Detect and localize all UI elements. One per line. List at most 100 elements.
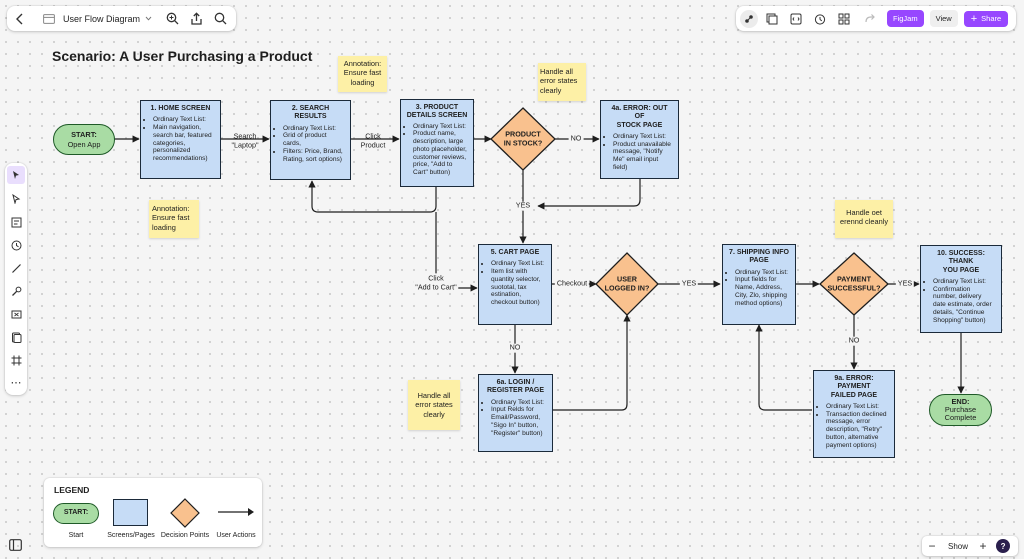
sidebar-toggle-icon[interactable]: [7, 537, 23, 553]
legend-start-shape-text: START:: [63, 509, 89, 517]
decision-payment: [819, 252, 889, 316]
redo-icon[interactable]: [859, 13, 881, 25]
shape-tool-icon[interactable]: [7, 305, 25, 323]
screen-search-results[interactable]: 2. SEARCH RESULTS Ordinary Text List: Gr…: [270, 100, 351, 180]
zoom-level[interactable]: Show: [948, 541, 969, 551]
list-item: Ordinary Text List:: [933, 278, 996, 286]
screen-out-of-stock[interactable]: 4a. ERROR: OUT OF STOCK PAGE Ordinary Te…: [600, 100, 679, 179]
text-block-icon[interactable]: [7, 213, 25, 231]
tool-rail: ⋯: [5, 163, 27, 395]
back-icon[interactable]: [7, 6, 33, 31]
title-line: REGISTER PAGE: [486, 387, 545, 395]
title-line: 3. PRODUCT: [415, 104, 459, 111]
sticky-line: clearly: [540, 85, 562, 95]
sticky-line: Ensure fast: [343, 68, 382, 78]
edge-line: "Laptop": [231, 140, 259, 149]
screen-login-register[interactable]: 6a. LOGIN / REGISTER PAGE Ordinary Text …: [478, 374, 553, 452]
title-line: YOU PAGE: [942, 266, 980, 274]
decision-logged-label: USER LOGGED IN?: [605, 275, 650, 292]
widgets-icon[interactable]: [833, 13, 855, 25]
sticky-line: error states: [540, 76, 578, 86]
list-item: Transaction declined message, error desc…: [826, 411, 889, 450]
legend-screen-shape: [113, 499, 148, 526]
edge-label-checkout: Checkout: [554, 278, 590, 289]
sticky-note[interactable]: Annotation: Ensure fast loading: [149, 200, 199, 238]
screen-product-details[interactable]: 3. PRODUCT DETAILS SCREEN Ordinary Text …: [400, 99, 474, 187]
decision-line: USER: [617, 274, 637, 284]
pen-icon[interactable]: [7, 282, 25, 300]
list-item: Ordinary Text List:: [491, 399, 547, 407]
title-line: 10. SUCCESS: THANK: [937, 250, 985, 266]
decision-line: LOGGED IN?: [604, 283, 650, 292]
title-line: DETAILS SCREEN: [406, 112, 468, 120]
pointer-icon[interactable]: [7, 190, 25, 208]
edge-label-search: Search "Laptop": [231, 132, 258, 149]
end-node[interactable]: END: Purchase Complete: [929, 394, 992, 426]
zoom-icon[interactable]: [162, 12, 182, 25]
zoom-in-button[interactable]: +: [979, 539, 987, 553]
start-label-2: Open App: [67, 139, 101, 149]
timer-icon[interactable]: [809, 13, 831, 25]
arrow-details-search-back: [308, 180, 437, 213]
title-line: FAILED PAGE: [830, 391, 878, 399]
legend-screens-label: Screens/Pages: [107, 532, 155, 539]
list-item: Input fields for Name, Address, City, Zl…: [735, 276, 790, 307]
legend-title: LEGEND: [54, 485, 90, 495]
code-icon[interactable]: [785, 13, 807, 25]
edge-line: Click: [428, 273, 444, 283]
pages-icon[interactable]: [761, 13, 783, 25]
end-label-2: Purchase: [944, 404, 977, 414]
share-button[interactable]: + Share: [963, 10, 1009, 27]
screen-title: 4a. ERROR: OUT OF STOCK PAGE: [606, 105, 673, 130]
screen-home[interactable]: 1. HOME SCREEN Ordinary Text List: Main …: [140, 100, 221, 179]
screen-title: 10. SUCCESS: THANK YOU PAGE: [926, 250, 996, 275]
edge-label-click-product: Click Product: [361, 132, 386, 149]
legend-decisions-label: Decision Points: [160, 532, 210, 539]
sticky-tool-icon[interactable]: [7, 328, 25, 346]
screen-shipping-info[interactable]: 7. SHIPPING INFO PAGE Ordinary Text List…: [722, 244, 796, 325]
screen-title: 3. PRODUCT DETAILS SCREEN: [406, 104, 468, 121]
help-button[interactable]: ?: [996, 539, 1011, 553]
sticky-line: error states: [415, 400, 453, 410]
sticky-note[interactable]: Annotation: Ensure fast loading: [338, 56, 387, 92]
frame-tool-icon[interactable]: [7, 351, 25, 369]
screen-success[interactable]: 10. SUCCESS: THANK YOU PAGE Ordinary Tex…: [920, 245, 1002, 333]
decision-line: IN STOCK?: [503, 138, 543, 147]
clock-icon[interactable]: [7, 236, 25, 254]
edge-line: Product: [360, 140, 386, 149]
share-export-icon[interactable]: [185, 12, 207, 25]
list-item: Product unavailable message, "Notify Me"…: [613, 141, 673, 172]
decision-stock-label: PRODUCT IN STOCK?: [504, 130, 543, 147]
search-icon[interactable]: [209, 12, 231, 25]
list-item: Item list with quantity selector, suotot…: [491, 268, 546, 307]
decision-line: PAYMENT: [837, 274, 871, 284]
sticky-note[interactable]: Handle all error states clearly: [408, 380, 460, 430]
top-right-toolbar: FigJam View + Share: [736, 6, 1016, 31]
list-item: Ordinary Text List:: [413, 123, 468, 131]
sticky-line: clearly: [423, 409, 445, 419]
figjam-badge[interactable]: FigJam: [887, 10, 924, 27]
sticky-note[interactable]: Handle all error states clearly: [538, 63, 586, 101]
list-item: Product name, description, large photo p…: [413, 130, 468, 177]
legend[interactable]: LEGEND START: Start Screens/Pages Decisi…: [44, 478, 262, 547]
start-node[interactable]: START: Open App: [53, 124, 115, 155]
view-button[interactable]: View: [929, 10, 958, 27]
screen-title: 2. SEARCH RESULTS: [291, 105, 330, 121]
sticky-note[interactable]: Handle oet erennd cleanly: [835, 200, 893, 238]
zoom-out-button[interactable]: −: [928, 539, 936, 553]
multiplayer-icon[interactable]: [740, 9, 758, 28]
file-title[interactable]: User Flow Diagram: [63, 13, 141, 24]
edge-label-add-to-cart: Click "Add to Cart": [413, 273, 459, 293]
chevron-down-icon[interactable]: [142, 16, 154, 21]
edge-line: Search: [233, 131, 257, 141]
screen-payment-failed[interactable]: 9a. ERROR: PAYMENT FAILED PAGE Ordinary …: [813, 370, 895, 458]
more-icon[interactable]: ⋯: [10, 377, 22, 389]
decision-line: SUCCESSFUL?: [827, 283, 881, 292]
line-tool-icon[interactable]: [7, 259, 25, 277]
edge-line: "Add to Cart": [415, 282, 457, 291]
zoom-bar: − Show + ?: [922, 536, 1018, 556]
select-tool-icon[interactable]: [7, 166, 25, 184]
sticky-line: loading: [152, 222, 176, 232]
title-line: PAGE: [749, 257, 769, 265]
screen-cart[interactable]: 5. CART PAGE Ordinary Text List: Item li…: [478, 244, 552, 325]
